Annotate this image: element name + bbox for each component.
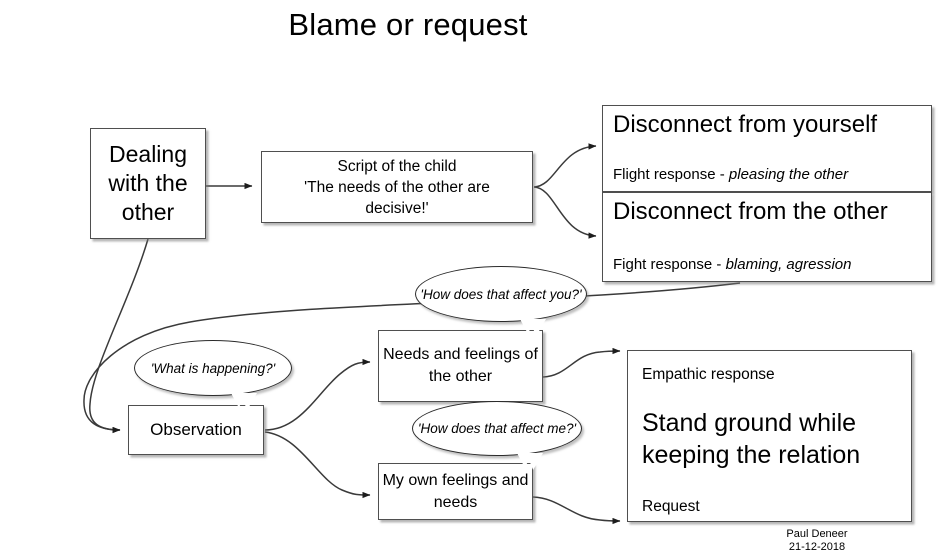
box-dealing-with-the-other[interactable]: Dealing with the other [90,128,206,239]
box-disconnect-from-the-other-heading: Disconnect from the other [613,198,888,225]
stand-ground-heading: Stand ground while keeping the relation [642,409,861,469]
page-title: Blame or request [288,7,528,42]
speech-bubble-what-is-happening[interactable]: 'What is happening?' [134,340,292,410]
edge-observation-to-myown [264,431,371,499]
speech-bubble-how-does-that-affect-me[interactable]: 'How does that affect me?' [412,401,582,470]
footer-author: Paul Deneer [786,528,848,540]
box-dealing-label: Dealing with the other [108,141,188,225]
speech-bubble-how-affect-me-text: 'How does that affect me?' [417,421,577,436]
flight-response-prefix: Flight response - [613,166,729,183]
edge-dealing-to-observation [89,238,149,434]
box-my-own-feelings-and-needs[interactable]: My own feelings and needs [378,463,533,520]
speech-bubble-how-does-that-affect-you[interactable]: 'How does that affect you?' [415,266,587,336]
box-observation-label: Observation [150,420,242,439]
box-needs-and-feelings-of-the-other[interactable]: Needs and feelings of the other [378,330,543,402]
footer-credit: Paul Deneer 21-12-2018 [742,528,892,554]
box-my-own-label: My own feelings and needs [382,471,529,511]
box-observation[interactable]: Observation [128,405,264,455]
empathic-response-label: Empathic response [642,366,775,383]
box-disconnect-from-yourself-subtext: Flight response - pleasing the other [613,165,848,184]
box-script-of-the-child[interactable]: Script of the child 'The needs of the ot… [261,151,533,223]
box-script-line-2: 'The needs of the other are [304,178,490,196]
fight-response-prefix: Fight response - [613,256,726,273]
fight-response-emphasis: blaming, agression [725,256,852,273]
box-empathic-response[interactable]: Empathic response Stand ground while kee… [627,350,912,522]
flight-response-emphasis: pleasing the other [728,166,849,183]
speech-bubble-what-is-happening-text: 'What is happening?' [150,360,276,376]
box-needs-label: Needs and feelings of the other [383,346,538,385]
edge-needs-to-empathic [542,347,621,378]
edge-script-to-disconnect-other [533,186,597,239]
box-disconnect-from-the-other[interactable]: Disconnect from the other Fight response… [602,192,932,282]
speech-bubble-how-affect-you-text: 'How does that affect you?' [420,286,582,302]
box-disconnect-from-yourself-heading: Disconnect from yourself [613,111,878,138]
box-script-line-1: Script of the child [337,157,457,175]
box-script-line-3: decisive!' [365,199,429,217]
request-label: Request [642,498,700,515]
edge-script-to-disconnect-self [533,143,597,188]
footer-date: 21-12-2018 [788,541,846,553]
box-disconnect-from-yourself[interactable]: Disconnect from yourself Flight response… [602,105,932,192]
box-disconnect-from-the-other-subtext: Fight response - blaming, agression [613,255,851,274]
edge-myown-to-empathic [532,496,621,525]
